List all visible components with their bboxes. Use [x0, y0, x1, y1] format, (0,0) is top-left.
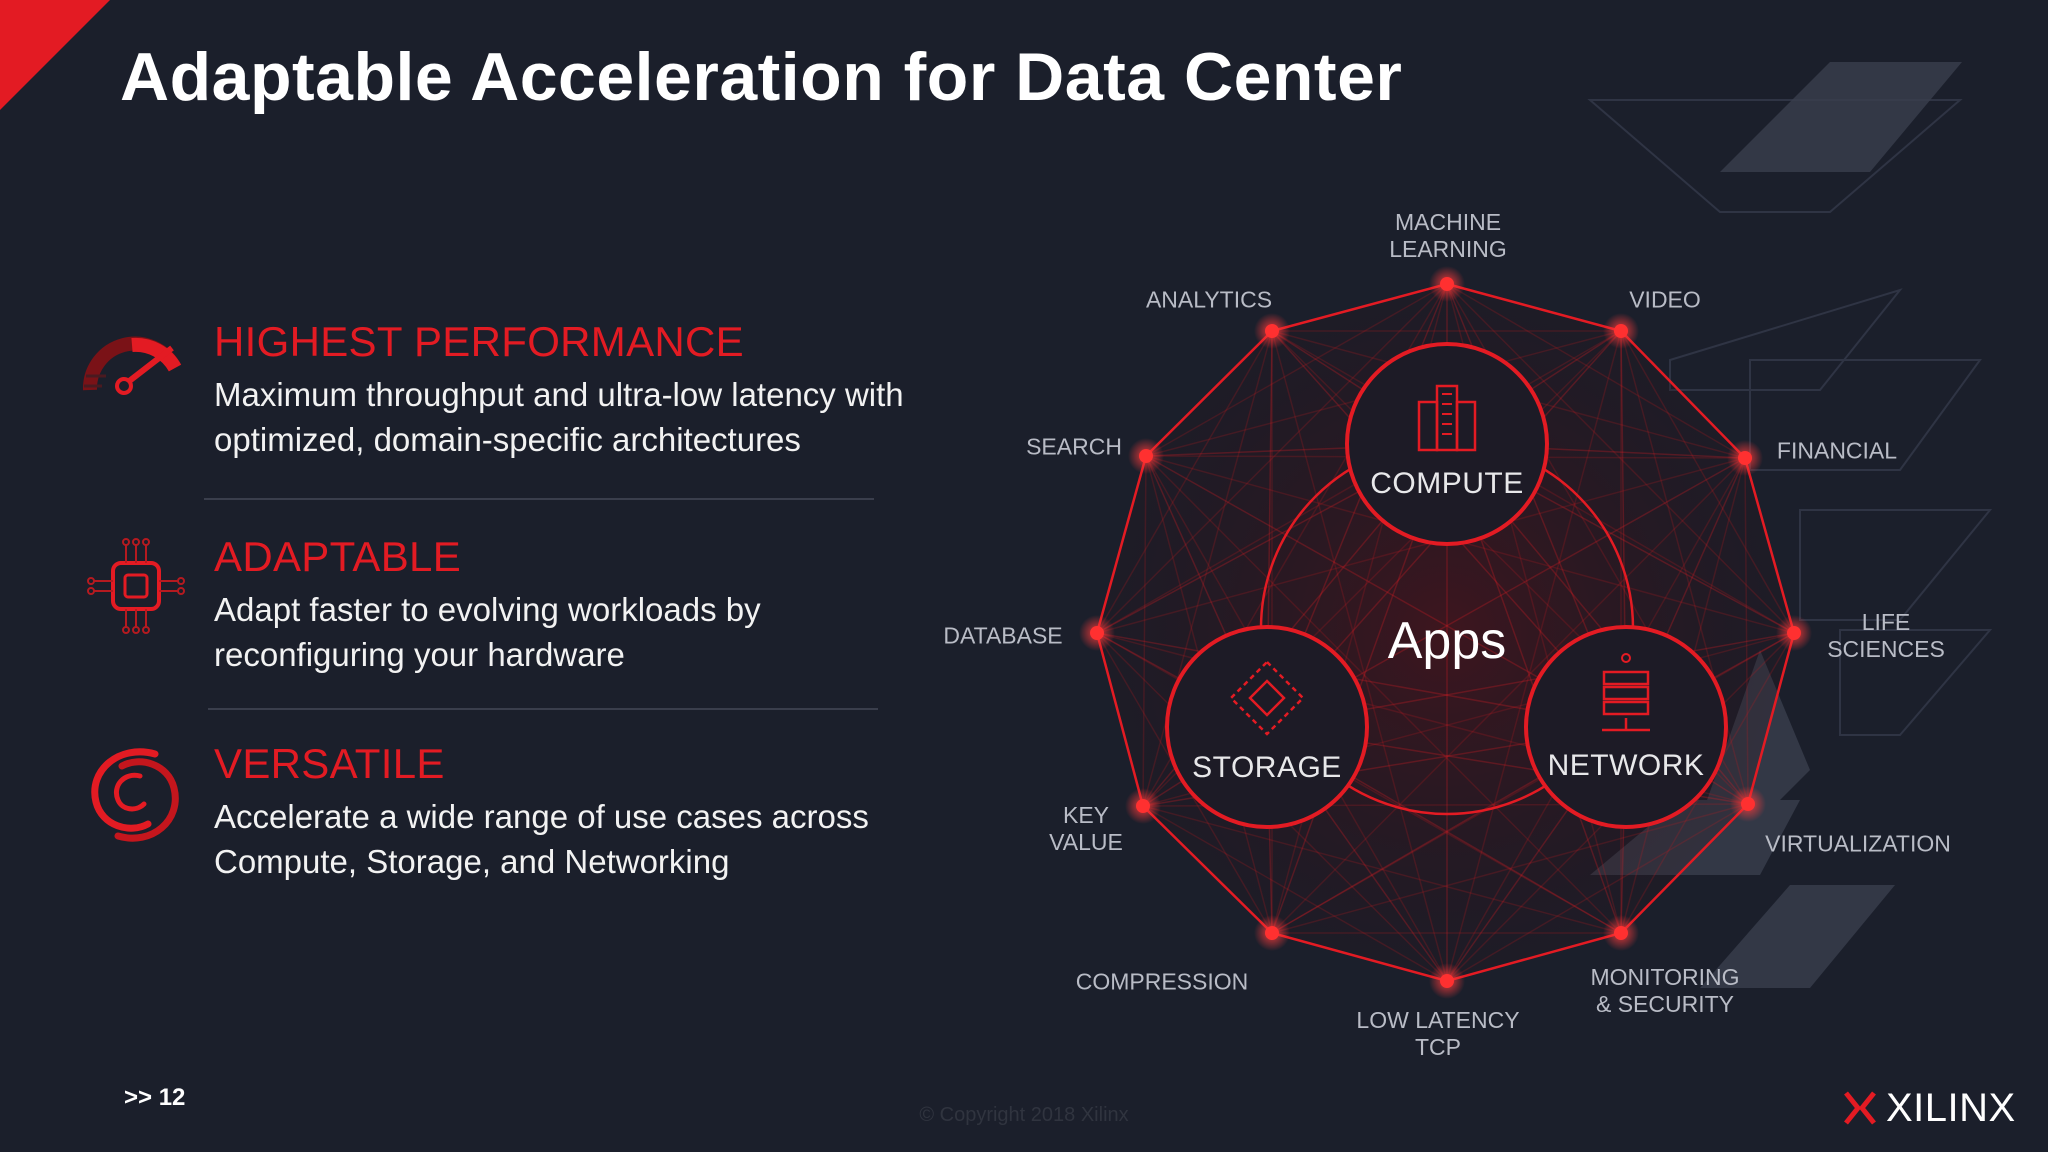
storage-nodes-icon: [1229, 660, 1305, 736]
node-label: COMPRESSION: [1075, 968, 1249, 995]
mesh-line: [1271, 803, 1749, 934]
chip-icon: [87, 538, 185, 634]
node-dot: [1440, 974, 1454, 988]
mesh-line: [1145, 455, 1795, 634]
mesh-line: [1271, 330, 1448, 982]
building-icon: [1455, 400, 1477, 452]
node-label: ANALYTICS: [1145, 286, 1273, 313]
mesh-line: [1145, 455, 1622, 934]
mesh-line: [1142, 455, 1147, 807]
mesh-line: [1744, 457, 1749, 805]
feature-body: Maximum throughput and ultra-low latency…: [214, 376, 904, 458]
node-dot: [1614, 324, 1628, 338]
node-label: LOW LATENCY TCP: [1356, 1007, 1520, 1060]
hub-label-compute: COMPUTE: [1370, 467, 1524, 500]
apps-center-label: Apps: [1387, 612, 1507, 670]
speedometer-icon: [82, 336, 182, 395]
feature-heading: VERSATILE: [214, 740, 445, 787]
node-label: KEY VALUE: [1049, 802, 1123, 855]
mesh-line: [1446, 283, 1795, 634]
node-dot: [1738, 451, 1752, 465]
node-dot: [1440, 277, 1454, 291]
hub-label-network: NETWORK: [1547, 749, 1705, 782]
node-label: SEARCH: [1026, 433, 1122, 460]
node-dot: [1741, 797, 1755, 811]
server-rack-icon: [1621, 653, 1631, 663]
node-label: VIDEO: [1629, 286, 1701, 313]
mesh-line: [1142, 805, 1622, 934]
feature-body: Accelerate a wide range of use cases acr…: [214, 798, 869, 880]
mesh-line: [1446, 283, 1746, 459]
node-label: FINANCIAL: [1776, 437, 1898, 464]
node-dot: [1265, 926, 1279, 940]
mesh-line: [1271, 457, 1746, 934]
xilinx-logo: XILINX: [1844, 1086, 2016, 1130]
node-dot: [1139, 449, 1153, 463]
logo-wordmark: XILINX: [1886, 1085, 2016, 1130]
feature-heading: HIGHEST PERFORMANCE: [214, 318, 744, 365]
node-dot: [1090, 626, 1104, 640]
node-dot: [1136, 799, 1150, 813]
network-layer: [1079, 266, 1812, 999]
xilinx-logo-icon: [1844, 1091, 1876, 1125]
mesh-line: [1096, 330, 1273, 634]
mesh-line: [1145, 283, 1448, 457]
mesh-line: [1096, 283, 1448, 634]
slide-title: Adaptable Acceleration for Data Center: [120, 39, 1403, 115]
node-label: DATABASE: [943, 622, 1063, 649]
node-label: LIFE SCIENCES: [1827, 609, 1945, 662]
server-rack-icon: [1602, 700, 1650, 716]
swirl-icon: [91, 748, 179, 842]
mesh-line: [1620, 330, 1795, 634]
divider: [204, 498, 874, 500]
mesh-line: [1142, 330, 1273, 807]
page-number: >> 12: [124, 1084, 186, 1111]
hub-label-storage: STORAGE: [1192, 751, 1342, 784]
copyright-text: © Copyright 2018 Xilinx: [919, 1104, 1129, 1126]
feature-heading: ADAPTABLE: [214, 533, 462, 580]
node-dot: [1787, 626, 1801, 640]
mesh-line: [1446, 803, 1749, 982]
hub-circle: [1165, 625, 1369, 829]
node-label: MACHINE LEARNING: [1389, 209, 1507, 262]
server-rack-icon: [1602, 685, 1650, 701]
mesh-line: [1096, 457, 1746, 634]
node-dot: [1614, 926, 1628, 940]
storage-nodes-icon: [1248, 679, 1286, 717]
mesh-line: [1446, 330, 1622, 982]
feature-body: Adapt faster to evolving workloads by re…: [214, 591, 761, 673]
corner-accent: [0, 0, 110, 110]
node-label: MONITORING & SECURITY: [1590, 964, 1740, 1017]
hub-circle: [1345, 342, 1549, 546]
mesh-line: [1142, 805, 1448, 982]
divider: [208, 708, 878, 710]
node-label: VIRTUALIZATION: [1765, 830, 1951, 857]
node-dot: [1265, 324, 1279, 338]
server-rack-icon: [1602, 670, 1650, 686]
